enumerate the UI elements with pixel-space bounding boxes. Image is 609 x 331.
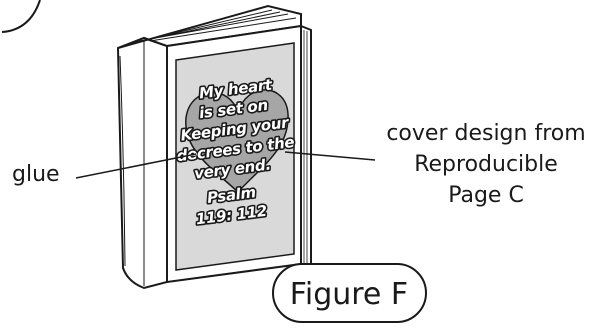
cover-text-line-6: Psalm bbox=[206, 183, 257, 207]
glue-label: glue bbox=[12, 162, 60, 187]
cover-design-leader-line bbox=[284, 151, 376, 161]
corner-circle-fragment bbox=[1, 0, 41, 33]
spine-shading bbox=[119, 55, 126, 267]
figure-caption-frame bbox=[272, 263, 427, 323]
heart-shape bbox=[185, 89, 289, 194]
book-spine bbox=[116, 36, 168, 290]
page-edge-lines bbox=[303, 30, 308, 268]
cover-design-label-line-2: Reproducible bbox=[414, 152, 558, 177]
figure-caption: Figure F bbox=[290, 277, 408, 312]
page-lines bbox=[124, 9, 297, 46]
book-illustration: My heart is set on Keeping your decrees … bbox=[116, 4, 312, 290]
cover-design-label-line-1: cover design from bbox=[386, 121, 585, 146]
glue-leader-line bbox=[75, 153, 197, 179]
cover-design-label-line-3: Page C bbox=[448, 183, 524, 208]
book-page-edge bbox=[300, 24, 312, 272]
